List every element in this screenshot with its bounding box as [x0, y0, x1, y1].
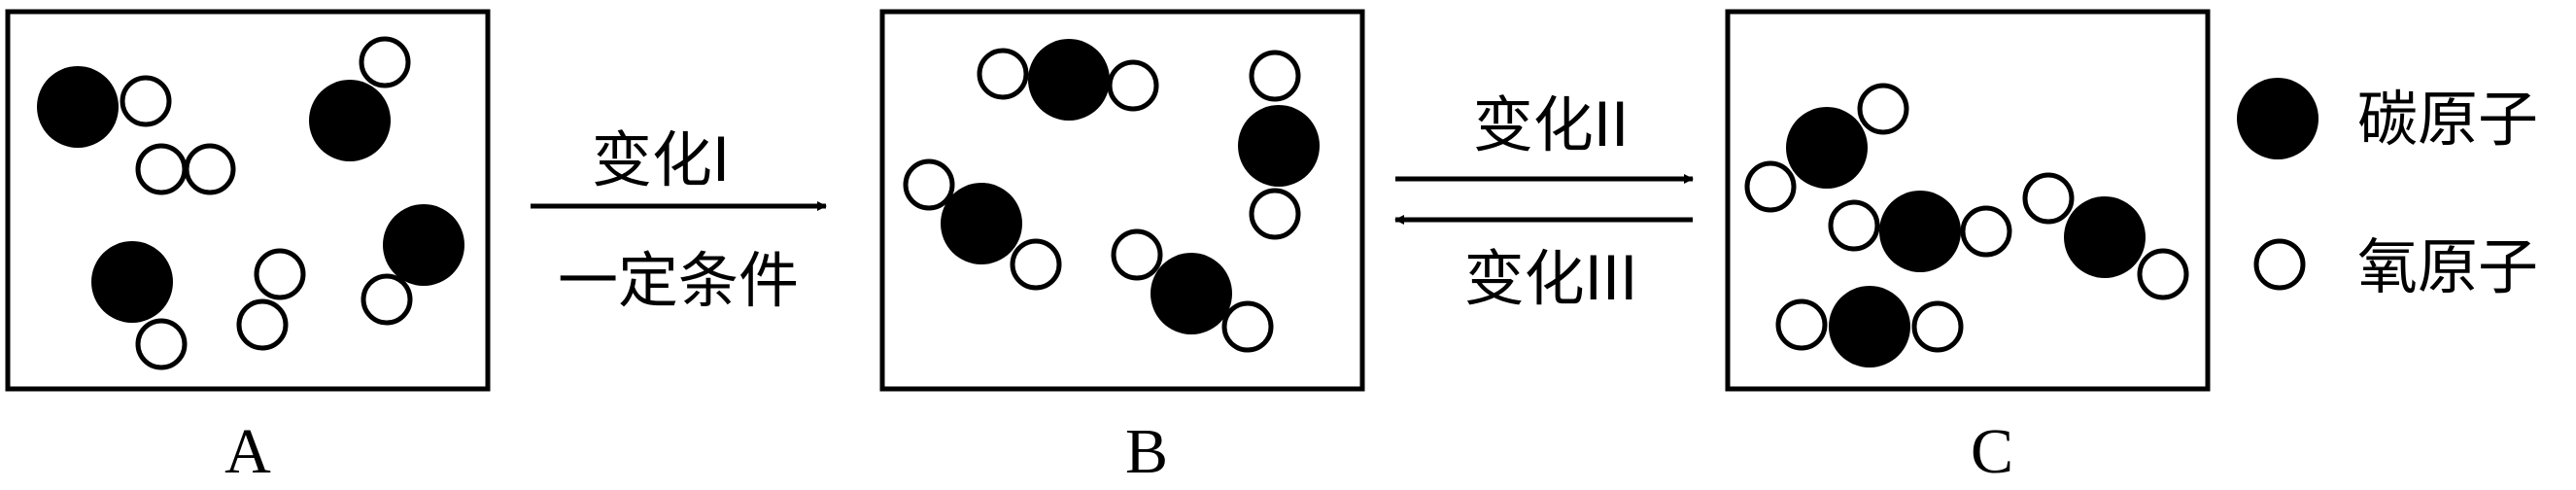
- panel-a: A: [5, 9, 491, 487]
- panel-a-frame: [5, 9, 491, 392]
- oxygen-atom: [120, 75, 172, 127]
- oxygen-atom: [184, 143, 236, 195]
- oxygen-atom: [135, 318, 188, 370]
- carbon-atom: [383, 204, 464, 286]
- oxygen-atom: [236, 298, 289, 351]
- carbon-atom: [91, 241, 173, 323]
- oxygen-atom: [2137, 248, 2189, 300]
- oxygen-atom: [977, 48, 1029, 100]
- legend-carbon-label: 碳原子: [2357, 84, 2538, 155]
- oxygen-atom: [1828, 199, 1880, 252]
- panel-label: A: [224, 416, 271, 487]
- legend-oxygen-label: 氧原子: [2357, 231, 2538, 302]
- arrows-b-c: 变化II 变化III: [1394, 89, 1694, 314]
- panel-b-frame: [879, 9, 1365, 392]
- oxygen-atom: [1775, 298, 1828, 351]
- arrow-bottom-label: 变化III: [1464, 243, 1638, 314]
- oxygen-atom: [1249, 188, 1301, 240]
- legend-carbon-swatch: [2237, 78, 2318, 159]
- oxygen-atom: [903, 158, 955, 211]
- carbon-atom: [1151, 253, 1232, 334]
- oxygen-atom: [2022, 172, 2075, 225]
- carbon-atom: [1879, 191, 1961, 272]
- legend: 碳原子 氧原子: [2237, 78, 2538, 302]
- oxygen-atom: [1744, 160, 1797, 213]
- oxygen-atom: [1010, 238, 1062, 291]
- oxygen-atom: [1249, 50, 1301, 102]
- oxygen-atom: [1111, 228, 1163, 281]
- carbon-atom: [2064, 196, 2146, 278]
- carbon-atom: [309, 80, 391, 161]
- panel-b: B: [879, 9, 1365, 487]
- carbon-atom: [37, 66, 119, 148]
- carbon-atom: [941, 183, 1022, 264]
- oxygen-atom: [361, 273, 413, 326]
- legend-oxygen-swatch: [2253, 238, 2306, 291]
- oxygen-atom: [1960, 205, 2012, 258]
- oxygen-atom: [359, 36, 411, 88]
- oxygen-atom: [1857, 83, 1909, 135]
- arrow-top-label: 变化I: [592, 124, 730, 195]
- arrow-bottom-label: 一定条件: [558, 245, 799, 316]
- carbon-atom: [1786, 107, 1868, 189]
- panel-label: B: [1125, 416, 1168, 487]
- oxygen-atom: [135, 143, 188, 195]
- carbon-atom: [1829, 286, 1910, 368]
- panel-c: C: [1725, 9, 2211, 487]
- panel-c-frame: [1725, 9, 2211, 392]
- carbon-atom: [1238, 105, 1320, 187]
- arrow-a-to-b: 变化I 一定条件: [531, 124, 827, 316]
- oxygen-atom: [1911, 300, 1964, 353]
- oxygen-atom: [254, 248, 306, 300]
- oxygen-atom: [1221, 300, 1274, 353]
- carbon-atom: [1028, 39, 1110, 121]
- oxygen-atom: [1107, 59, 1159, 112]
- panel-label: C: [1971, 416, 2013, 487]
- arrow-top-label: 变化II: [1473, 89, 1630, 160]
